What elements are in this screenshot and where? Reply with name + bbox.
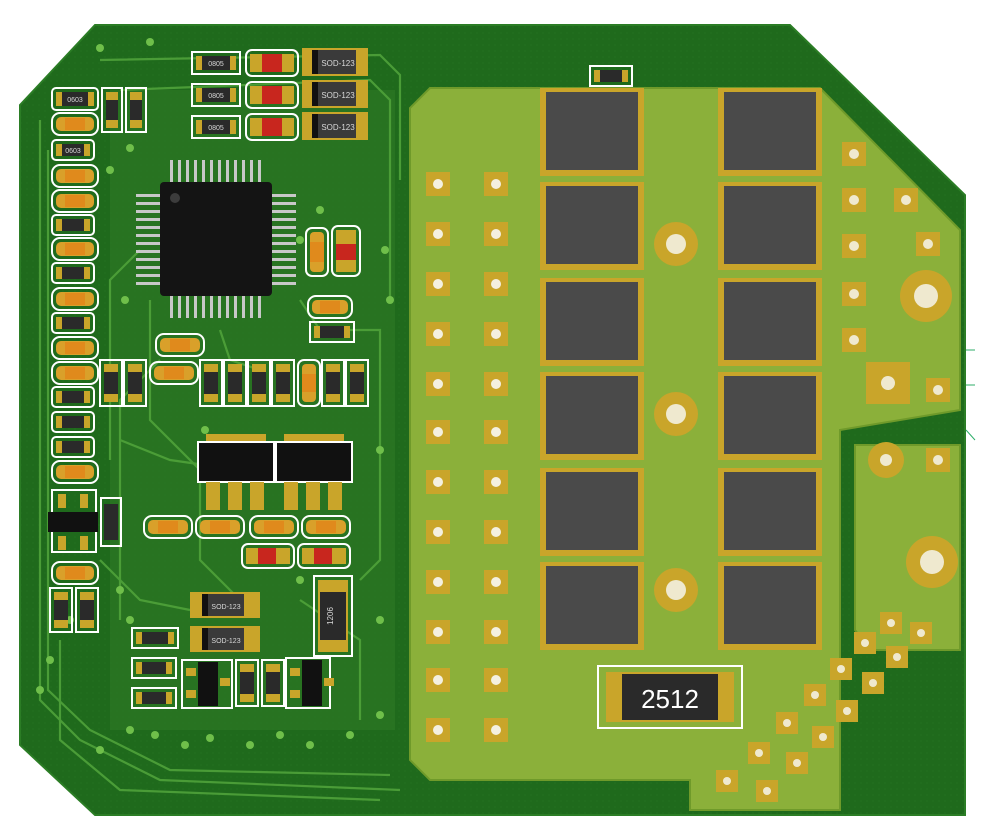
caps-row-bottom xyxy=(143,515,351,569)
caps-right-of-mcu xyxy=(305,225,361,343)
diode-label: SOD-123 xyxy=(211,638,240,645)
diode-label: SOD-123 xyxy=(211,604,240,611)
microcontroller-qfp xyxy=(136,160,296,318)
header-pads xyxy=(426,172,508,742)
resistor-label: 0805 xyxy=(208,61,224,68)
top-diode-array: 0805 0805 0805 SOD-123 xyxy=(191,48,368,141)
resistors-vertical-bottom-left xyxy=(49,587,99,633)
passives-left-column: 0603 0603 xyxy=(51,87,99,585)
copper-pour-corner xyxy=(854,444,961,651)
resistor-label: 0805 xyxy=(208,93,224,100)
shunt-resistor-label: 2512 xyxy=(641,684,699,714)
regulators-sot223 xyxy=(197,434,353,510)
mounting-holes xyxy=(654,222,958,612)
edge-markers xyxy=(965,349,976,441)
shunt-resistor-2512: 2512 xyxy=(597,665,743,729)
diode-label: SOD-123 xyxy=(321,91,355,100)
diode-label: SOD-123 xyxy=(321,123,355,132)
resistor-top-mosfet xyxy=(589,65,633,87)
resistor-label: 1206 xyxy=(326,607,335,625)
mosfet-array xyxy=(540,88,822,650)
diode-label: SOD-123 xyxy=(321,59,355,68)
resistors-vertical-top xyxy=(101,87,147,133)
resistor-row-middle xyxy=(99,333,369,407)
bottom-logic-components xyxy=(131,627,334,709)
resistor-label: 0603 xyxy=(65,148,81,155)
staircase-pads xyxy=(716,612,932,802)
resistor-label: 0603 xyxy=(67,97,83,104)
sod123-bottom: SOD-123 SOD-123 xyxy=(190,592,260,652)
sot23-left xyxy=(48,489,122,553)
resistor-label: 0805 xyxy=(208,125,224,132)
resistor-1206-vertical: 1206 xyxy=(313,575,353,657)
right-pads xyxy=(842,142,950,478)
